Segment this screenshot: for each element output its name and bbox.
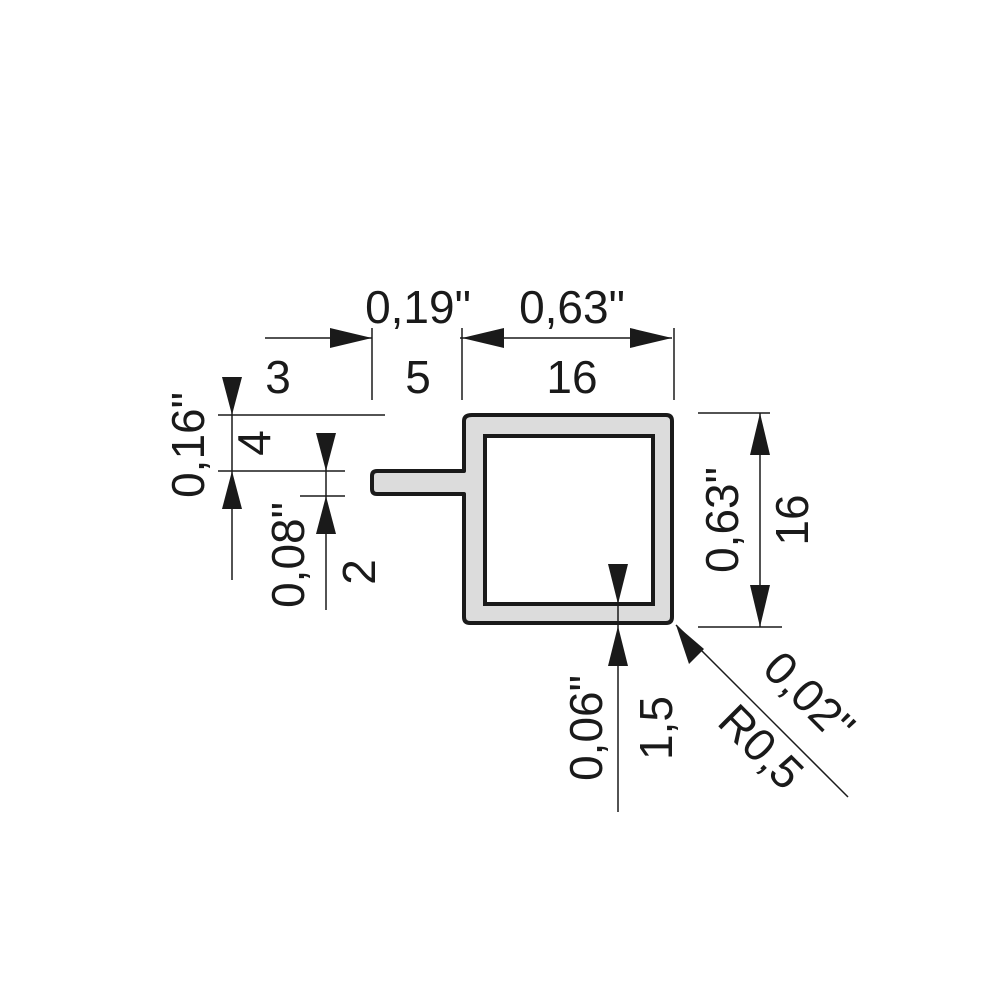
label-width-mm: 16 [546,351,597,403]
label-flange-thickness-in: 0,08" [262,502,314,608]
label-height-in: 0,63" [696,467,748,573]
label-gap-mm: 5 [405,351,431,403]
arrow-down-flange-top [222,377,242,415]
radius-leader [675,624,849,798]
label-flange-thickness-mm: 2 [333,559,385,585]
right-dimension [698,412,782,628]
label-wall-mm: 1,5 [630,696,682,760]
label-wall-in: 0,06" [560,675,612,781]
arrow-down-height [750,585,770,627]
arrow-right-width [630,328,672,348]
label-gap-in: 0,19" [365,281,471,333]
top-dimensions [265,328,675,400]
arrow-radius [676,625,704,664]
arrow-right-gap [330,328,372,348]
arrow-up-flange-top [222,471,242,509]
arrow-left-width [462,328,504,348]
arrow-up-thickness [316,496,336,534]
label-width-in: 0,63" [519,281,625,333]
label-height-mm: 16 [766,494,818,545]
label-flange-top-mm: 4 [228,430,280,456]
label-flange-offset-mm: 3 [265,351,291,403]
tube-hollow [483,434,655,606]
label-flange-top-in: 0,16" [162,392,214,498]
arrow-up-wall [608,626,628,666]
arrow-down-thickness [316,433,336,471]
arrow-down-wall [608,564,628,604]
wall-dimension [608,564,628,812]
arrow-up-height [750,413,770,455]
square-tube-profile [370,413,674,625]
left-dimensions [218,377,385,610]
radius-leader-line [675,624,849,798]
